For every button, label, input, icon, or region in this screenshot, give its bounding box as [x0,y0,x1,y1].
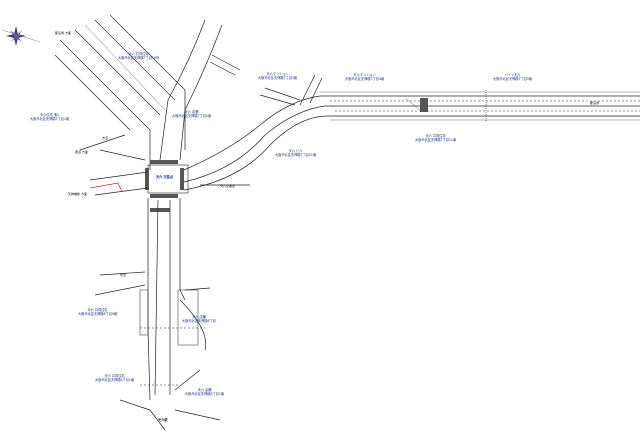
street-tag: 市道 [102,136,109,140]
building-label: 天六 店舗大阪市北区天神橋7丁目2番 [172,110,212,118]
intersection-label: 天六 交差点 [156,175,174,179]
station-label: 天六駅 [158,418,168,422]
building-label: 天六 共同住宅大阪市北区天神橋6丁目9番 [78,308,118,316]
building-label: 天六マンション大阪市北区天神橋7丁目3番 [258,72,298,80]
road-name: 都島通 [590,101,600,105]
road-name: 国道 方面 [75,150,88,154]
building-label: 天六 店舗大阪市北区天神橋6丁目 [182,315,216,323]
building-label: 天六 共同住宅大阪市北区天神橋6丁目1番 [95,374,135,382]
building-label: 天六 ビル大阪市北区天神橋7丁目21番 [275,149,317,157]
building-label: 天六 共同住宅大阪市北区天神橋7丁目11番 [415,134,457,142]
building-label: 天六 共同住宅大阪市北区天神橋7丁目10号 [118,52,160,60]
road-name: 天神橋筋 方面 [68,192,87,196]
building-label: 天六 店舗大阪市北区天神橋6丁目1番 [185,388,225,396]
compass-rose-icon [1,26,41,46]
building-label: 天六マンション大阪市北区天神橋7丁目4番 [345,73,385,81]
street-tag: 市道 [120,273,127,277]
building-label: ハイツ天六大阪市北区天神橋7丁目5番 [493,73,533,81]
street-tag: 天六交差点 [220,184,236,188]
road-name: 都島通 方面 [55,31,71,35]
